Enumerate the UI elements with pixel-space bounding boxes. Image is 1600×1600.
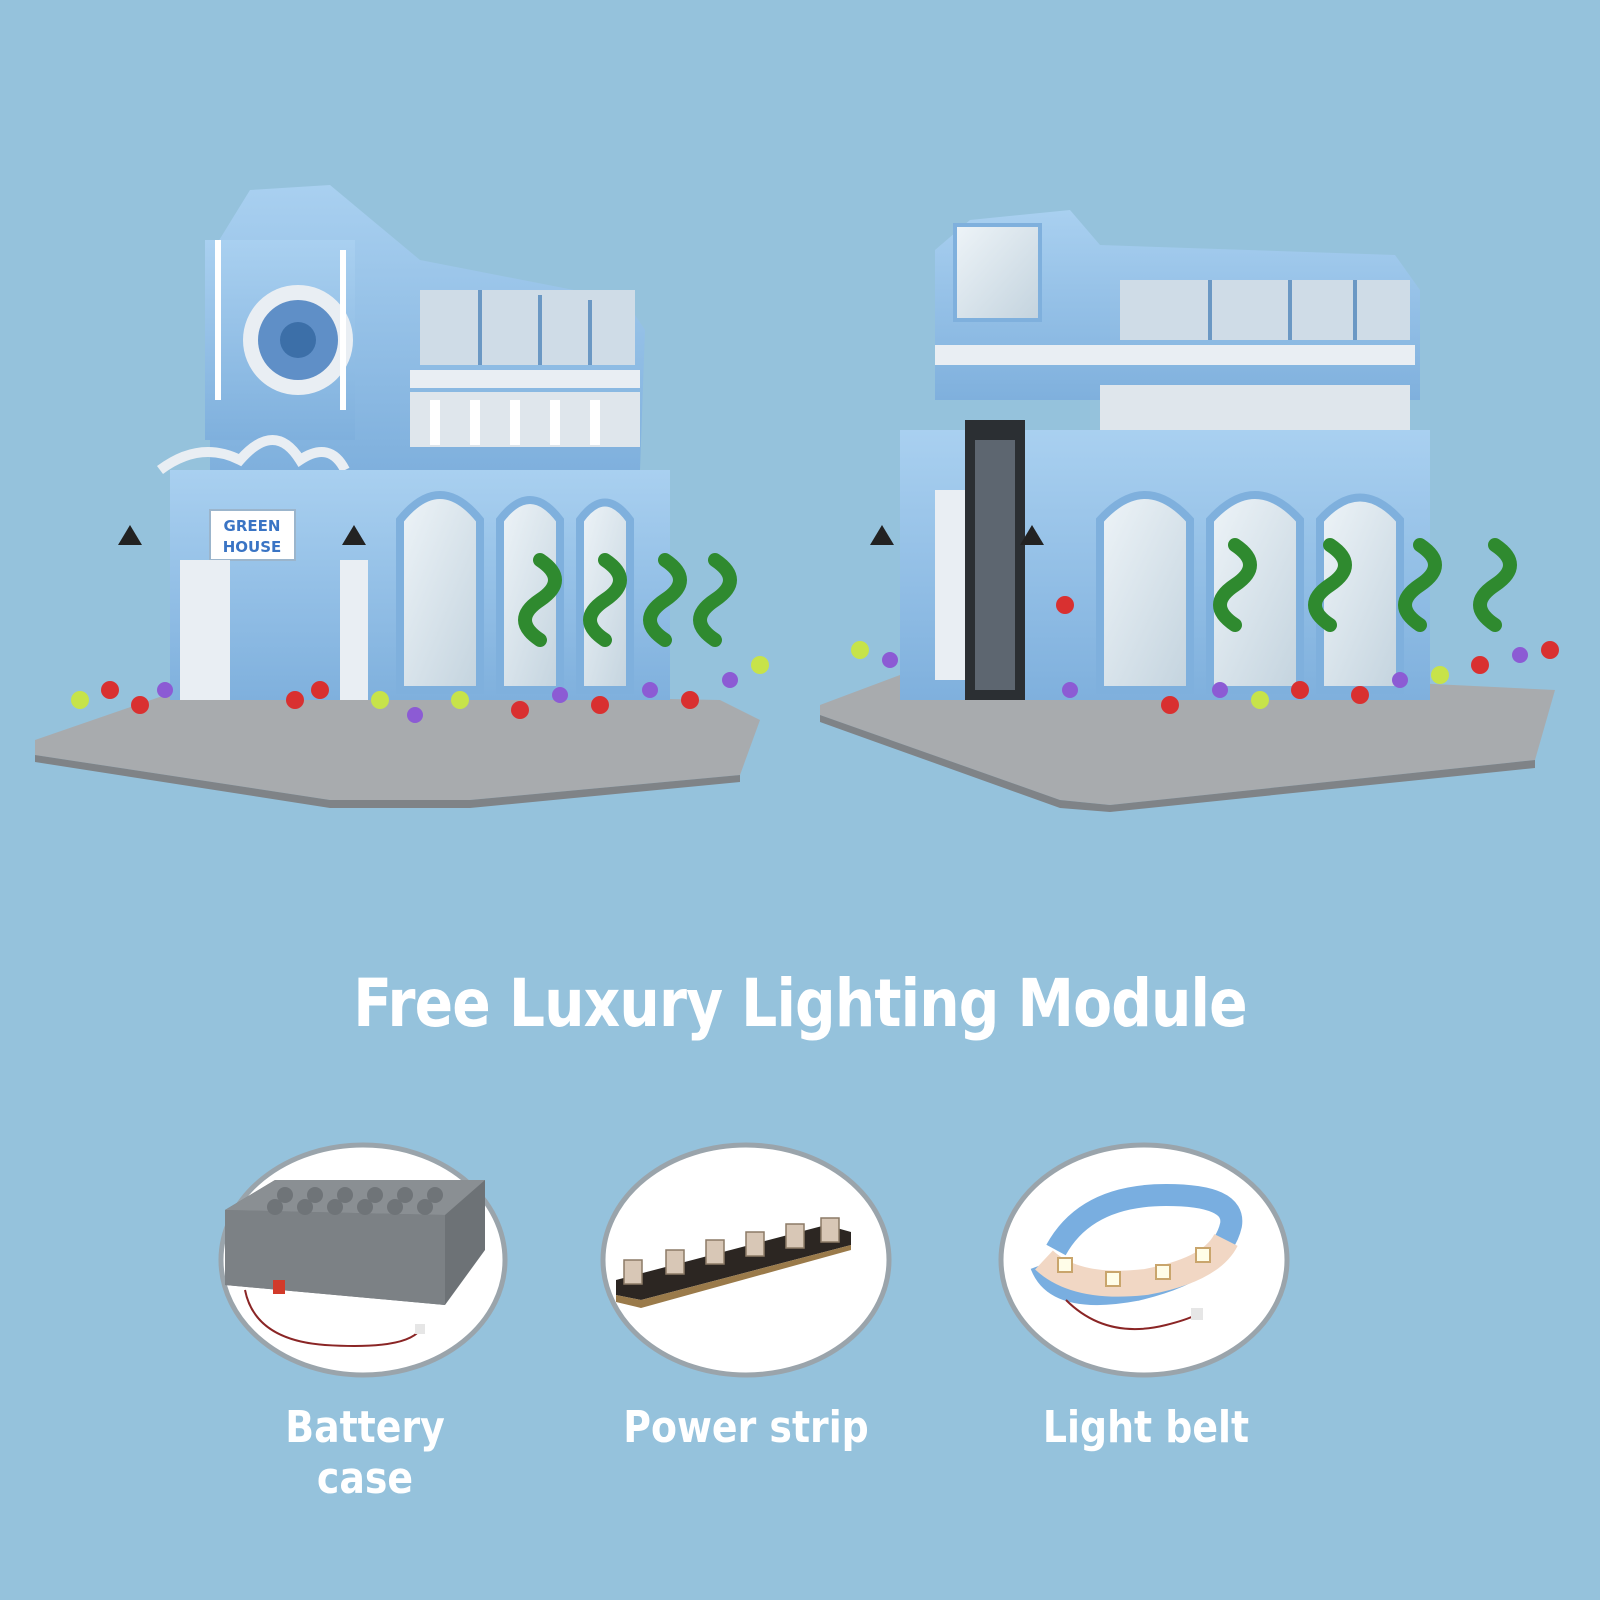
- greenhouse-side-view: [820, 210, 1559, 812]
- module-power-strip: Power strip: [596, 1140, 896, 1460]
- module-label-battery-case: Battery case: [285, 1402, 445, 1504]
- battery-case-icon: [218, 1142, 508, 1378]
- product-scene: GREEN HOUSE: [35, 185, 1559, 812]
- sign-line-2: HOUSE: [223, 538, 282, 556]
- greenhouse-models: GREEN HOUSE: [35, 185, 1559, 812]
- module-light-belt: Light belt: [996, 1140, 1296, 1460]
- module-label-light-belt: Light belt: [1042, 1402, 1250, 1453]
- headline: Free Luxury Lighting Module: [353, 965, 1247, 1042]
- sign-line-1: GREEN: [224, 517, 281, 535]
- power-strip-icon: [600, 1142, 892, 1378]
- module-battery-case: Battery case: [215, 1140, 515, 1504]
- greenhouse-front-view: GREEN HOUSE: [35, 185, 769, 808]
- light-belt-icon: [998, 1142, 1290, 1378]
- module-label-power-strip: Power strip: [623, 1402, 869, 1453]
